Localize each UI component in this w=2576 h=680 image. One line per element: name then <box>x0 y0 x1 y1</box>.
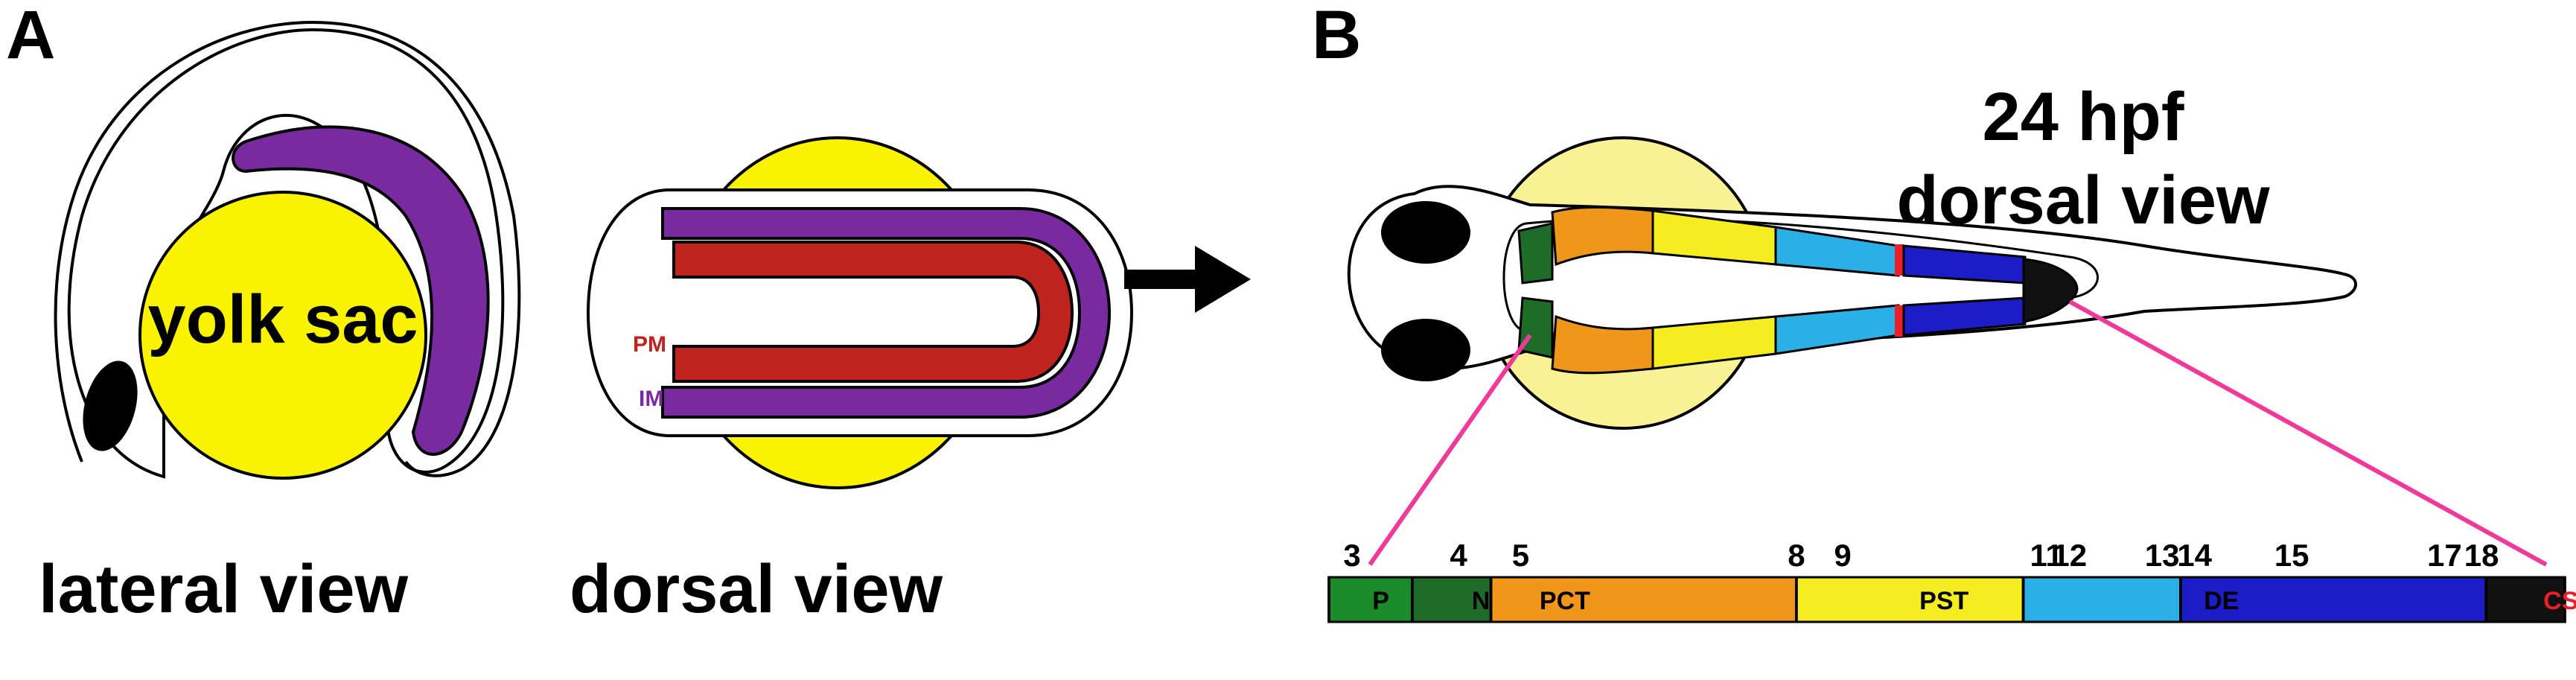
pm-label: PM <box>633 332 666 357</box>
yolk-sac-label: yolk sac <box>147 282 418 358</box>
segment-label-p: P <box>1372 587 1389 615</box>
right-eye <box>1381 319 1470 381</box>
segment-label-de: DE <box>2204 587 2239 615</box>
segment-label-pst: PST <box>1919 587 1968 615</box>
lateral-view-caption: lateral view <box>39 551 409 627</box>
segment-pst <box>1795 576 2025 623</box>
right-arrow-icon <box>1124 246 1251 313</box>
segment-number: 4 <box>1450 538 1467 573</box>
segment-number: 3 <box>1343 538 1360 573</box>
lateral-view-embryo: yolk sac <box>54 20 521 480</box>
stage-title-line1: 24 hpf <box>1983 79 2184 155</box>
zoom-line-left <box>1368 334 1532 566</box>
segment-number: 11 <box>2030 538 2062 573</box>
segment-p <box>1327 576 1414 623</box>
segment-label-n: N <box>1472 587 1491 615</box>
dorsal-paraxial-mesoderm <box>672 241 1074 383</box>
zoom-line-right <box>2068 299 2548 567</box>
upper-pronephros <box>1517 206 2027 285</box>
segment-number: 14 <box>2177 538 2212 573</box>
segment-number: 17 <box>2427 538 2462 573</box>
panel-a-letter: A <box>6 0 55 73</box>
segment-number: 18 <box>2464 538 2499 573</box>
segment-number-row: 3 4 5 8 9 11 12 13 14 15 17 18 <box>1343 538 2499 573</box>
segment-number: 8 <box>1788 538 1805 573</box>
segment-number: 15 <box>2274 538 2309 573</box>
segment-bar: P N PCT PST DE CS DL PD <box>1327 576 2576 623</box>
lateral-yolk-sac <box>138 191 427 480</box>
left-eye <box>1381 201 1470 264</box>
lateral-eye <box>83 360 138 451</box>
dorsal-intermediate-mesoderm <box>661 207 1112 419</box>
segment-label-cs: CS <box>2543 587 2576 615</box>
segment-de <box>2021 576 2182 623</box>
segment-number: 9 <box>1834 538 1851 573</box>
pronephric-duct-end <box>2022 258 2079 323</box>
lateral-outer-body <box>54 20 521 477</box>
segment-label-pct: PCT <box>1540 587 1590 615</box>
segment-number: 5 <box>1512 538 1529 573</box>
dorsal-view-caption: dorsal view <box>570 551 943 627</box>
dorsal-view-embryo: PM IM <box>586 136 1134 489</box>
lower-pronephros <box>1517 296 2027 375</box>
embryo-24hpf <box>1347 136 2357 430</box>
im-label: IM <box>639 387 663 411</box>
panel-b-letter: B <box>1312 0 1361 73</box>
segment-number: 13 <box>2145 538 2180 573</box>
lateral-intermediate-mesoderm <box>232 125 490 456</box>
segment-pct <box>1489 576 1798 623</box>
segment-number: 12 <box>2052 538 2087 573</box>
segment-pd <box>2484 576 2566 623</box>
segment-n <box>1411 576 1493 623</box>
